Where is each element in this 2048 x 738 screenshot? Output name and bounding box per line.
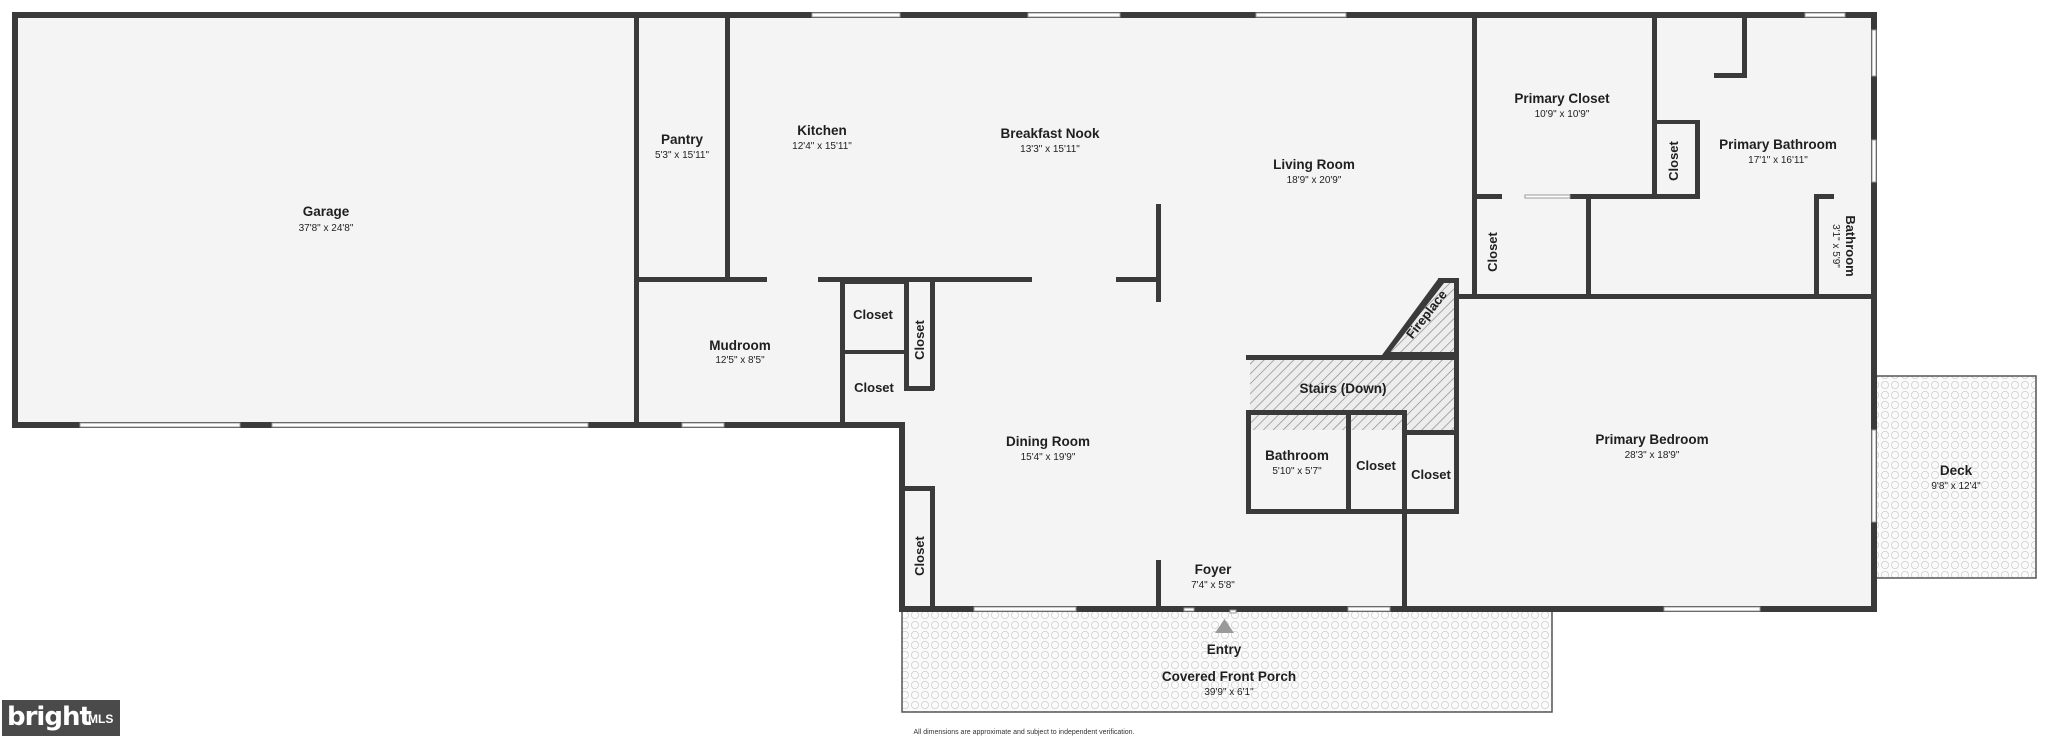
fireplace-hatch <box>1385 283 1454 355</box>
closet-label-kitchen: Closet <box>912 319 927 359</box>
closet-label-dining: Closet <box>912 535 927 575</box>
windows <box>79 12 1877 614</box>
main-floor-lower <box>904 424 1874 608</box>
logo-suffix: MLS <box>88 712 114 726</box>
pantry-name: Pantry <box>661 132 704 147</box>
breakfast-nook-dim: 13'3" x 15'11" <box>1020 144 1080 155</box>
primary-bedroom-name: Primary Bedroom <box>1595 432 1708 447</box>
primary-bathroom-dim: 17'1" x 16'11" <box>1748 155 1808 166</box>
living-room-name: Living Room <box>1273 157 1355 172</box>
primary-closet-name: Primary Closet <box>1514 91 1610 106</box>
closet-label-mudroom-bottom: Closet <box>854 380 894 395</box>
stairs-hatch <box>1250 360 1454 430</box>
foyer-dim: 7'4" x 5'8" <box>1191 580 1235 591</box>
small-bathroom-name: Bathroom <box>1843 215 1858 276</box>
small-bathroom-dim: 3'1" x 5'9" <box>1830 224 1841 268</box>
living-room-dim: 18'9" x 20'9" <box>1287 175 1342 186</box>
brightmls-logo: bright MLS <box>2 700 120 736</box>
small-bathroom-label: Bathroom 3'1" x 5'9" <box>1830 215 1858 276</box>
pantry-dim: 5'3" x 15'11" <box>655 150 710 161</box>
bathroom-dim: 5'10" x 5'7" <box>1272 466 1322 477</box>
kitchen-dim: 12'4" x 15'11" <box>792 141 852 152</box>
garage-dim: 37'8" x 24'8" <box>299 223 354 234</box>
primary-bedroom-dim: 28'3" x 18'9" <box>1625 450 1680 461</box>
deck-name: Deck <box>1940 463 1973 478</box>
closet-label-bedroom-hall: Closet <box>1411 467 1451 482</box>
disclaimer: All dimensions are approximate and subje… <box>913 729 1134 736</box>
entry-arrow-icon <box>1215 619 1234 633</box>
garage-floor <box>14 14 636 424</box>
dining-room-name: Dining Room <box>1006 434 1090 449</box>
closet-label-hall: Closet <box>1356 458 1396 473</box>
closet-label-bath: Closet <box>1666 140 1681 180</box>
closet-label-bedroom-side: Closet <box>1485 231 1500 271</box>
entry-label: Entry <box>1207 642 1242 657</box>
primary-closet-dim: 10'9" x 10'9" <box>1535 109 1590 120</box>
stairs-label: Stairs (Down) <box>1299 381 1386 396</box>
mudroom-dim: 12'5" x 8'5" <box>715 355 765 366</box>
garage-name: Garage <box>303 204 350 219</box>
closet-label-mudroom-top: Closet <box>853 307 893 322</box>
foyer-name: Foyer <box>1195 562 1233 577</box>
deck-dim: 9'8" x 12'4" <box>1931 481 1981 492</box>
porch-dim: 39'9" x 6'1" <box>1204 687 1254 698</box>
dining-room-dim: 15'4" x 19'9" <box>1021 452 1076 463</box>
porch-name: Covered Front Porch <box>1162 669 1296 684</box>
kitchen-name: Kitchen <box>797 123 847 138</box>
primary-bathroom-name: Primary Bathroom <box>1719 137 1837 152</box>
breakfast-nook-name: Breakfast Nook <box>1000 126 1100 141</box>
deck-area <box>1875 375 2037 579</box>
interior-walls <box>634 14 1876 608</box>
logo-text: bright <box>7 702 92 732</box>
mudroom-name: Mudroom <box>709 338 771 353</box>
bathroom-name: Bathroom <box>1265 448 1329 463</box>
